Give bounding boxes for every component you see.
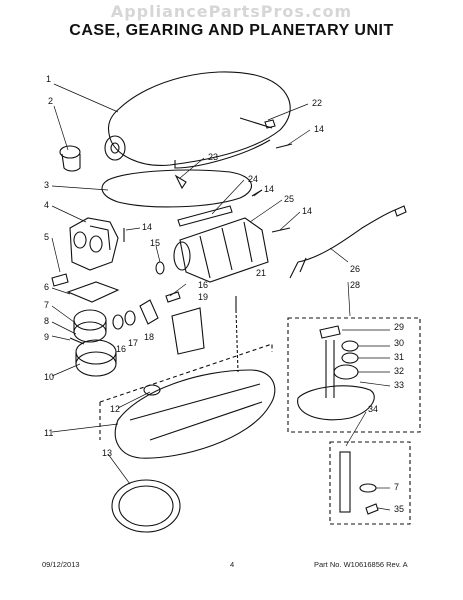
callout-label: 13 (102, 448, 112, 458)
shaft-34-part (339, 451, 379, 515)
callout-label: 9 (44, 332, 49, 342)
callout-label: 30 (394, 338, 404, 348)
callout-label: 31 (394, 352, 404, 362)
callout-label: 33 (394, 380, 404, 390)
callout-label: 19 (198, 292, 208, 302)
callout-label: 3 (44, 180, 49, 190)
callout-label: 7 (394, 482, 399, 492)
trim-band-part (101, 169, 252, 208)
callout-label: 16 (198, 280, 208, 290)
callout-label: 11 (44, 428, 53, 438)
callout-label: 7 (44, 300, 49, 310)
callout-label: 14 (314, 124, 324, 134)
callout-label: 23 (208, 152, 218, 162)
callout-label: 6 (44, 282, 49, 292)
cap-part (59, 145, 81, 172)
callout-label: 12 (110, 404, 120, 414)
callout-label: 24 (248, 174, 258, 184)
motor-housing-part (104, 71, 291, 169)
callout-label: 26 (350, 264, 360, 274)
callout-label: 14 (264, 184, 274, 194)
callout-label: 14 (142, 222, 152, 232)
callout-label: 5 (44, 232, 49, 242)
callout-label: 17 (128, 338, 138, 348)
callout-label: 21 (256, 268, 266, 278)
callout-label: 29 (394, 322, 404, 332)
callout-label: 16 (116, 344, 126, 354)
base-ring-part (111, 479, 181, 533)
callout-label: 18 (144, 332, 154, 342)
footer-page-number: 4 (230, 560, 235, 569)
callout-label: 28 (350, 280, 360, 290)
base-casing-part (114, 369, 276, 459)
callout-label: 1 (46, 74, 51, 84)
callout-label: 2 (48, 96, 53, 106)
callout-label: 4 (44, 200, 49, 210)
planetary-unit-part (297, 325, 375, 421)
callout-label: 25 (284, 194, 294, 204)
callout-label: 10 (44, 372, 54, 382)
callout-label: 35 (394, 504, 404, 514)
callout-label: 22 (312, 98, 322, 108)
callout-label: 14 (302, 206, 312, 216)
watermark: AppliancePartsPros.com (110, 2, 353, 21)
callout-label: 15 (150, 238, 160, 248)
gear-housing-part (69, 217, 119, 271)
callout-label: 8 (44, 316, 49, 326)
footer-part-number: Part No. W10616856 Rev. A (314, 560, 408, 569)
callout-label: 34 (368, 404, 378, 414)
page-title: CASE, GEARING AND PLANETARY UNIT (69, 22, 394, 39)
callout-label: 32 (394, 366, 404, 376)
footer-date: 09/12/2013 (42, 560, 80, 569)
motor-part (173, 217, 269, 283)
